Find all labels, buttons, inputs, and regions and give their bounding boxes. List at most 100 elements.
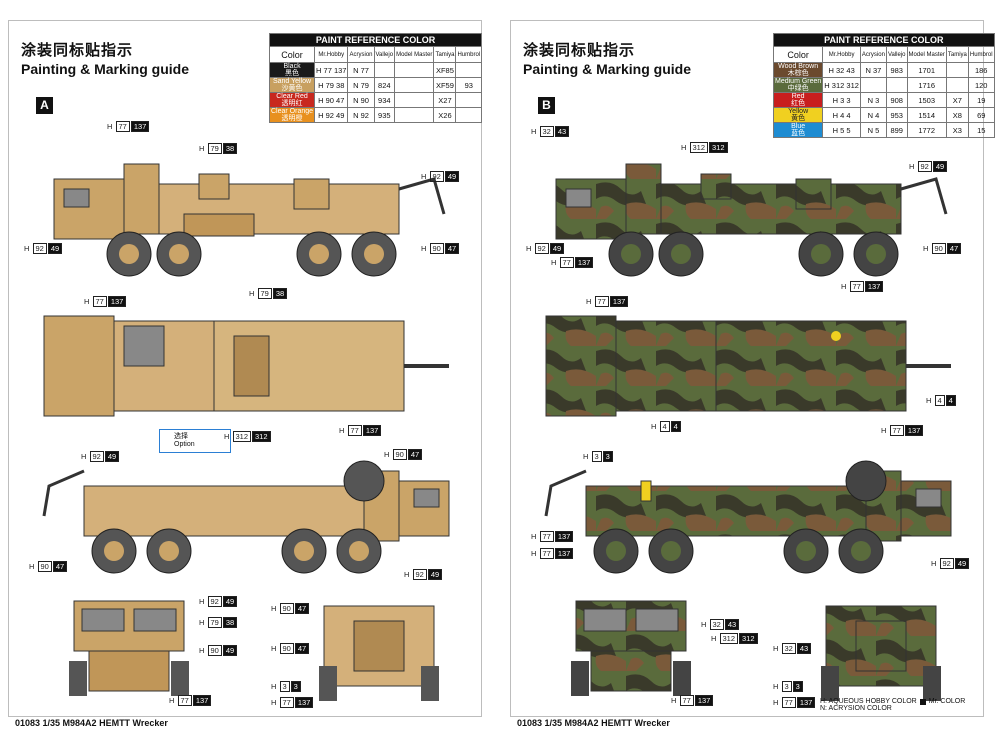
truck-front-view — [571, 600, 691, 696]
legend-mr-color: Mr. COLOR — [928, 698, 966, 705]
column-header: Acrysion — [859, 46, 887, 63]
column-header: Vallejo — [373, 46, 396, 63]
page-title-chinese: 涂装同标贴指示 — [523, 42, 636, 59]
column-header: Mr.Hobby — [822, 46, 861, 63]
column-header: Color — [772, 46, 824, 63]
column-header: Model Master — [394, 46, 435, 63]
truck-top-view — [43, 315, 449, 417]
column-header: Acrysion — [347, 46, 375, 63]
truck-rear-view — [319, 605, 439, 701]
paint-reference-table: PAINT REFERENCE COLOR Color Mr.Hobby Acr… — [268, 33, 483, 123]
page-footer: 01083 1/35 M984A2 HEMTT Wrecker — [517, 718, 670, 728]
page-footer: 01083 1/35 M984A2 HEMTT Wrecker — [15, 718, 168, 728]
page-title-english: Painting & Marking guide — [21, 61, 190, 77]
column-header: Mr.Hobby — [314, 46, 349, 63]
color-legend: H: AQUEOUS HOBBY COLOR Mr. COLOR N: ACRY… — [820, 698, 965, 712]
truck-front-view — [69, 600, 189, 696]
column-header: Tamiya — [433, 46, 457, 63]
legend-acrysion: N: ACRYSION COLOR — [820, 705, 892, 712]
page-title-english: Painting & Marking guide — [523, 61, 692, 77]
legend-aqueous: H: AQUEOUS HOBBY COLOR — [820, 698, 917, 705]
column-header: Vallejo — [885, 46, 908, 63]
table-header: PAINT REFERENCE COLOR — [268, 33, 483, 47]
truck-top-view — [545, 315, 951, 417]
variant-badge: B — [538, 97, 555, 114]
truck-rear-view — [821, 605, 941, 701]
truck-side-view-right — [42, 460, 450, 574]
truck-side-view-left — [53, 163, 446, 277]
instruction-page-b: 涂装同标贴指示 Painting & Marking guide B PAINT… — [510, 20, 995, 717]
truck-side-view-right — [544, 460, 952, 574]
column-header: Humbrol — [967, 46, 995, 63]
table-header: PAINT REFERENCE COLOR — [773, 33, 995, 47]
column-header: Humbrol — [455, 46, 483, 63]
page-title-chinese: 涂装同标贴指示 — [21, 42, 134, 59]
option-highlight — [159, 429, 231, 453]
variant-badge: A — [36, 97, 53, 114]
column-header: Tamiya — [945, 46, 969, 63]
column-header: Model Master — [906, 46, 947, 63]
paint-reference-table: PAINT REFERENCE COLOR Color Mr.Hobby Acr… — [772, 33, 995, 138]
column-header: Color — [268, 46, 316, 63]
truck-side-view-left — [555, 163, 948, 277]
instruction-page-a: 涂装同标贴指示 Painting & Marking guide A PAINT… — [8, 20, 483, 717]
